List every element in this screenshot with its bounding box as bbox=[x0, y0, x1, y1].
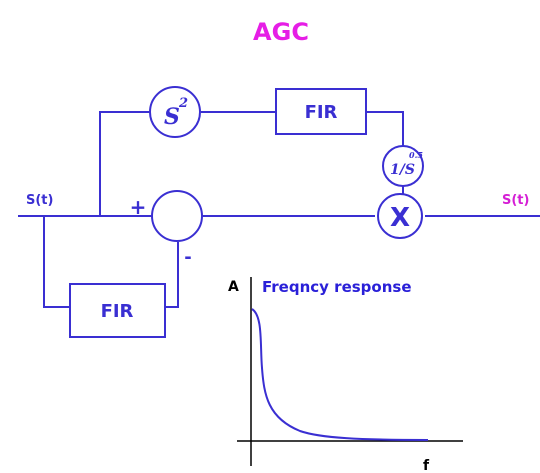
fir-bottom-block bbox=[69, 283, 166, 338]
square-op-exponent: 2 bbox=[178, 96, 188, 111]
fir-to-invsqrt-wire bbox=[366, 111, 404, 146]
square-op-base: S bbox=[164, 104, 180, 130]
fir-top-label: FIR bbox=[305, 102, 338, 123]
output-signal-label: S(t) bbox=[502, 193, 529, 208]
multiplier-block bbox=[377, 193, 423, 239]
signal-wires bbox=[18, 111, 540, 308]
inv-sqrt-block bbox=[382, 145, 424, 187]
graph-x-label: f bbox=[423, 458, 430, 473]
inv-sqrt-op-exponent: 0.5 bbox=[409, 150, 423, 160]
minus-sign: - bbox=[184, 247, 191, 268]
inv-sqrt-op-prefix: 1/S bbox=[390, 162, 415, 178]
subtractor-block bbox=[151, 190, 203, 242]
diagram-title: AGC bbox=[253, 18, 309, 46]
frequency-response-curve bbox=[251, 308, 429, 441]
multiplier-symbol: X bbox=[390, 203, 410, 233]
lower-branch-wire bbox=[43, 216, 70, 308]
fir-top-block bbox=[275, 88, 367, 135]
square-block bbox=[149, 86, 201, 138]
frequency-response-graph: A f Freqncy response bbox=[228, 277, 463, 473]
graph-caption: Freqncy response bbox=[262, 278, 412, 296]
square-branch-wire bbox=[99, 111, 150, 216]
fir-to-subtractor-wire bbox=[165, 242, 179, 308]
plus-sign: + bbox=[130, 195, 147, 219]
graph-y-label: A bbox=[228, 279, 239, 295]
fir-bottom-label: FIR bbox=[101, 301, 134, 322]
input-signal-label: S(t) bbox=[26, 193, 53, 208]
